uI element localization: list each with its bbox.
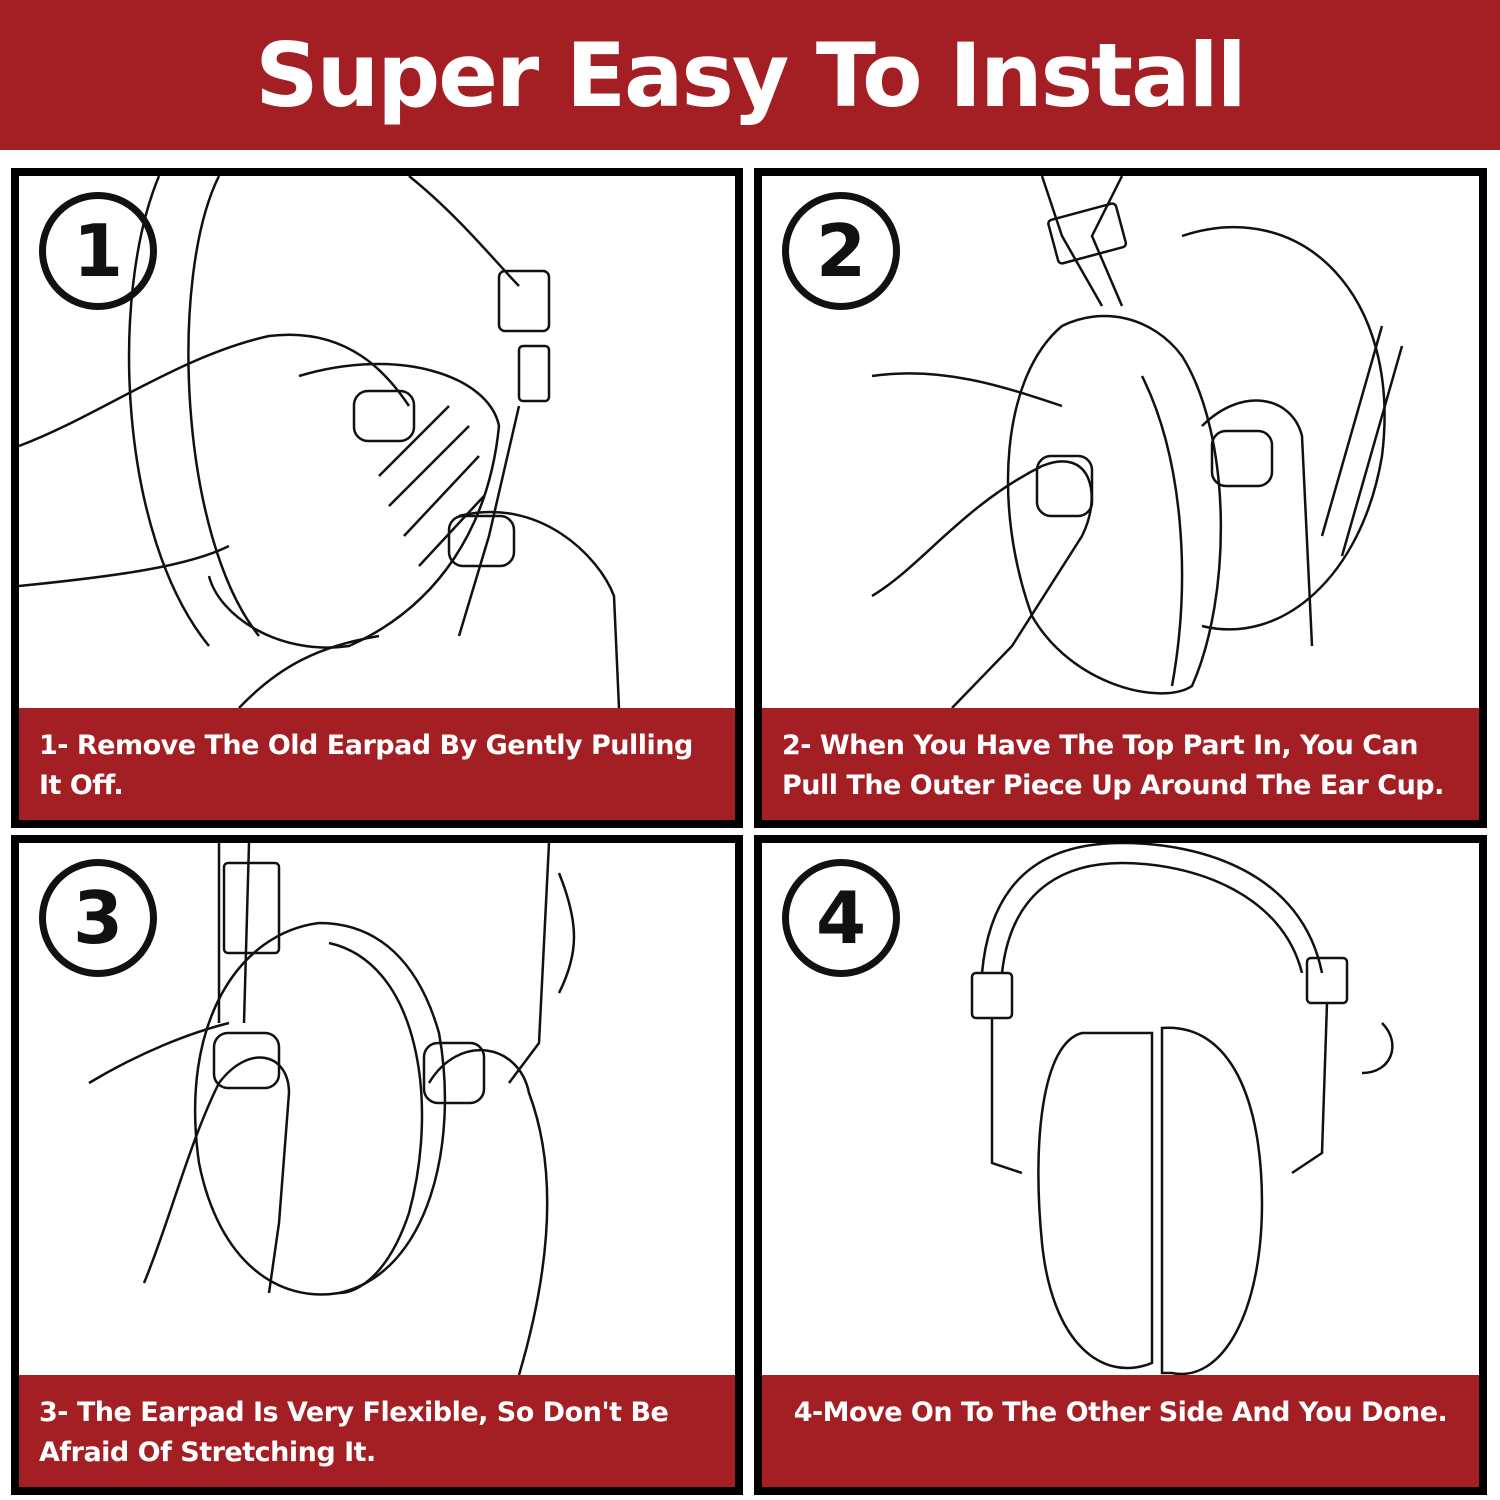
step-panel-4: 4 4-Move On To The Other Side And You Do… <box>754 835 1487 1495</box>
remove-earpad-illustration <box>19 176 621 708</box>
header-banner: Super Easy To Install <box>0 0 1500 150</box>
step-panel-3: 3 3- The Earpad Is Very Flexible, So Don… <box>11 835 743 1495</box>
step-caption: 4-Move On To The Other Side And You Done… <box>762 1375 1479 1487</box>
step-number-badge: 3 <box>39 859 157 977</box>
step-caption: 1- Remove The Old Earpad By Gently Pulli… <box>19 708 735 820</box>
fit-earpad-illustration <box>871 176 1404 708</box>
step-panel-1: 1 1- Remove The Old Earpad By Gently Pul… <box>11 168 743 828</box>
step-number-badge: 4 <box>782 859 900 977</box>
step-number-badge: 1 <box>39 192 157 310</box>
page-title: Super Easy To Install <box>255 23 1247 127</box>
step-panel-2: 2 2- When You Have The Top Part In, You … <box>754 168 1487 828</box>
step-caption: 3- The Earpad Is Very Flexible, So Don't… <box>19 1375 735 1487</box>
step-caption: 2- When You Have The Top Part In, You Ca… <box>762 708 1479 820</box>
finished-headphones-illustration <box>970 843 1394 1375</box>
stretch-earpad-illustration <box>88 843 576 1375</box>
step-number-badge: 2 <box>782 192 900 310</box>
